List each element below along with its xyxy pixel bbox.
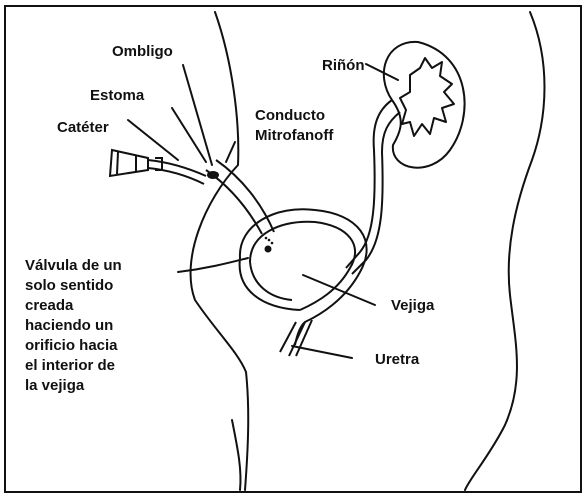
- catheter-funnel: [108, 148, 149, 178]
- leader-uretra: [291, 345, 353, 359]
- leader-cateter: [127, 119, 179, 161]
- label-ombligo: Ombligo: [112, 43, 173, 60]
- thigh-line: [231, 419, 242, 491]
- kidney: [382, 40, 466, 169]
- abdomen-front-outline: [189, 11, 250, 491]
- catheter: [108, 148, 207, 185]
- body-outline: [189, 11, 546, 491]
- valve-dots: [264, 236, 274, 253]
- bladder-lower-inner: [249, 261, 293, 301]
- label-rinon: Riñón: [322, 57, 365, 74]
- label-conducto-mitrofanoff: Conducto Mitrofanoff: [255, 107, 334, 144]
- kidney-pelvis: [399, 57, 455, 137]
- stoma-mark: [207, 171, 219, 179]
- label-uretra: Uretra: [375, 351, 420, 368]
- urethra: [279, 319, 313, 357]
- back-outline: [464, 11, 546, 491]
- leader-conducto: [225, 141, 236, 163]
- label-valvula: Válvula de un solo sentido creada hacien…: [25, 257, 122, 394]
- mitrofanoff-conduit: [205, 159, 275, 235]
- leader-vejiga: [302, 274, 376, 306]
- leader-estoma: [171, 107, 207, 163]
- bladder-lower-outer: [238, 257, 301, 311]
- figure-border: [4, 5, 582, 493]
- bladder-inner: [249, 220, 356, 311]
- leader-valvula: [177, 257, 249, 273]
- label-estoma: Estoma: [90, 87, 145, 104]
- leader-rinon: [365, 63, 399, 81]
- kidney-outer: [382, 40, 466, 169]
- label-cateter: Catéter: [57, 119, 109, 136]
- leader-ombligo: [182, 64, 213, 166]
- label-vejiga: Vejiga: [391, 297, 435, 314]
- leader-lines: [127, 63, 399, 359]
